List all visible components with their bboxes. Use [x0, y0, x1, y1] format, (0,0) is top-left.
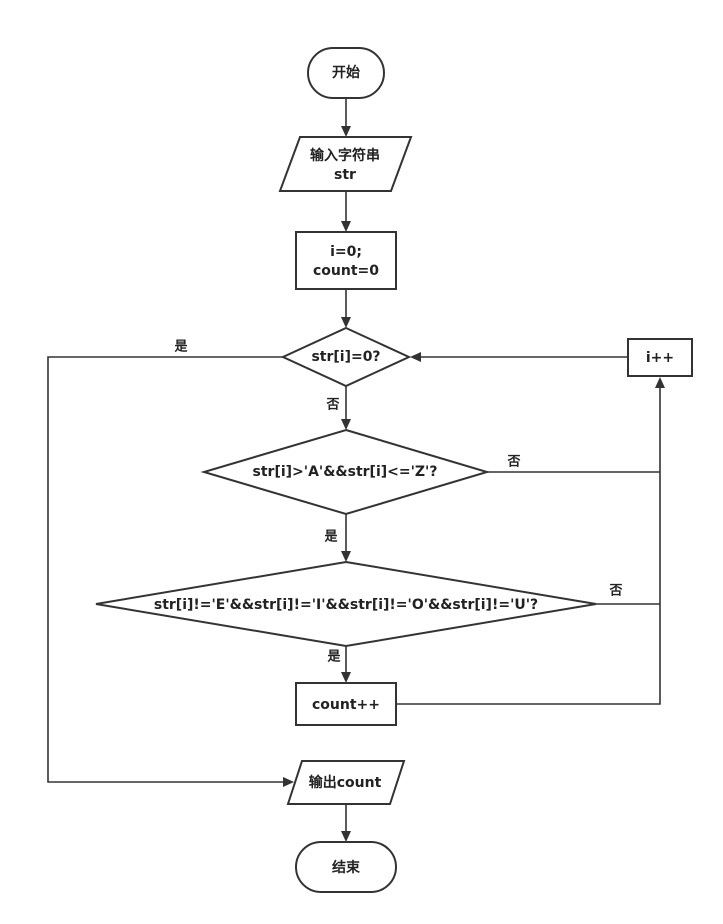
edge-labels: 是 否 否 是 否 是	[173, 340, 622, 665]
start-label: 开始	[332, 64, 360, 81]
edge-check-end-yes	[47, 356, 283, 783]
output-label: 输出count	[309, 774, 382, 791]
edge-label-vowel-no: 否	[608, 584, 622, 599]
arrowhead	[341, 551, 351, 562]
arrowhead	[341, 126, 351, 137]
input-label-line1: 输入字符串	[310, 147, 380, 164]
check-end-decision: str[i]=0?	[280, 326, 412, 388]
edge-label-end-no: 否	[325, 398, 339, 413]
arrowhead	[655, 377, 665, 388]
arrowhead	[341, 221, 351, 232]
init-node: i=0; count=0	[295, 231, 397, 290]
arrowhead	[341, 419, 351, 430]
count-increment-node: count++	[295, 682, 397, 726]
check-vowel-decision: str[i]!='E'&&str[i]!='I'&&str[i]!='O'&&s…	[95, 560, 597, 648]
input-label-line2: str	[334, 167, 356, 183]
arrowhead	[283, 777, 294, 787]
end-label: 结束	[332, 859, 361, 876]
check-vowel-label: str[i]!='E'&&str[i]!='I'&&str[i]!='O'&&s…	[154, 597, 538, 613]
check-end-label: str[i]=0?	[311, 349, 380, 365]
connectors	[47, 98, 665, 842]
init-label-line2: count=0	[313, 263, 379, 279]
check-upper-label: str[i]>'A'&&str[i]<='Z'?	[253, 464, 438, 480]
edge-label-end-yes: 是	[173, 340, 188, 355]
end-node: 结束	[295, 841, 397, 893]
edge-label-upper-no: 否	[506, 455, 520, 470]
init-label-line1: i=0;	[330, 244, 362, 260]
start-node: 开始	[307, 47, 385, 99]
i-increment-node: i++	[627, 338, 693, 377]
count-increment-label: count++	[312, 697, 380, 713]
arrowhead	[341, 317, 351, 328]
input-node: 输入字符串 str	[278, 136, 413, 192]
output-node: 输出count	[286, 760, 406, 805]
arrowhead	[341, 672, 351, 683]
edge-label-upper-yes: 是	[323, 530, 338, 545]
check-upper-decision: str[i]>'A'&&str[i]<='Z'?	[200, 428, 491, 516]
arrowhead	[341, 831, 351, 842]
edge-label-vowel-yes: 是	[326, 650, 341, 665]
arrowhead	[410, 352, 421, 362]
i-increment-label: i++	[646, 350, 674, 366]
edge-count-inc-loop	[396, 388, 661, 705]
